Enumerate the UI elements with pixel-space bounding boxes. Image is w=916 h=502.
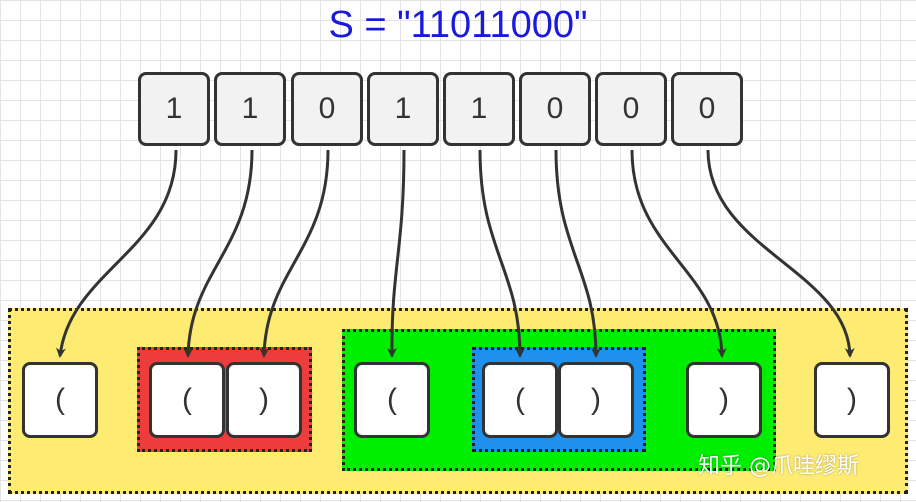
watermark-text: 知乎 @爪哇缪斯 xyxy=(698,454,859,479)
bit-cell-5: 1 xyxy=(443,72,515,146)
paren-cell-7: ) xyxy=(686,362,762,438)
diagram-title: S = "11011000" xyxy=(328,4,588,46)
bit-cell-7: 0 xyxy=(595,72,667,146)
bit-cell-3: 0 xyxy=(291,72,363,146)
bit-cell-8: 0 xyxy=(671,72,743,146)
arrow-5 xyxy=(478,149,525,358)
paren-cell-8: ) xyxy=(814,362,890,438)
bit-cell-4: 1 xyxy=(367,72,439,146)
paren-cell-3: ) xyxy=(226,362,302,438)
paren-cell-2: ( xyxy=(149,362,225,438)
bit-cell-1: 1 xyxy=(138,72,210,146)
arrow-7 xyxy=(630,149,727,358)
arrow-2 xyxy=(183,149,254,358)
paren-cell-5: ( xyxy=(482,362,558,438)
bit-cell-2: 1 xyxy=(214,72,286,146)
arrow-4 xyxy=(386,149,406,358)
paren-cell-4: ( xyxy=(354,362,430,438)
arrow-8 xyxy=(706,149,855,358)
arrow-1 xyxy=(55,149,178,358)
arrow-3 xyxy=(259,149,330,358)
arrow-6 xyxy=(554,149,601,358)
paren-cell-6: ) xyxy=(558,362,634,438)
paren-cell-1: ( xyxy=(22,362,98,438)
bit-cell-6: 0 xyxy=(519,72,591,146)
